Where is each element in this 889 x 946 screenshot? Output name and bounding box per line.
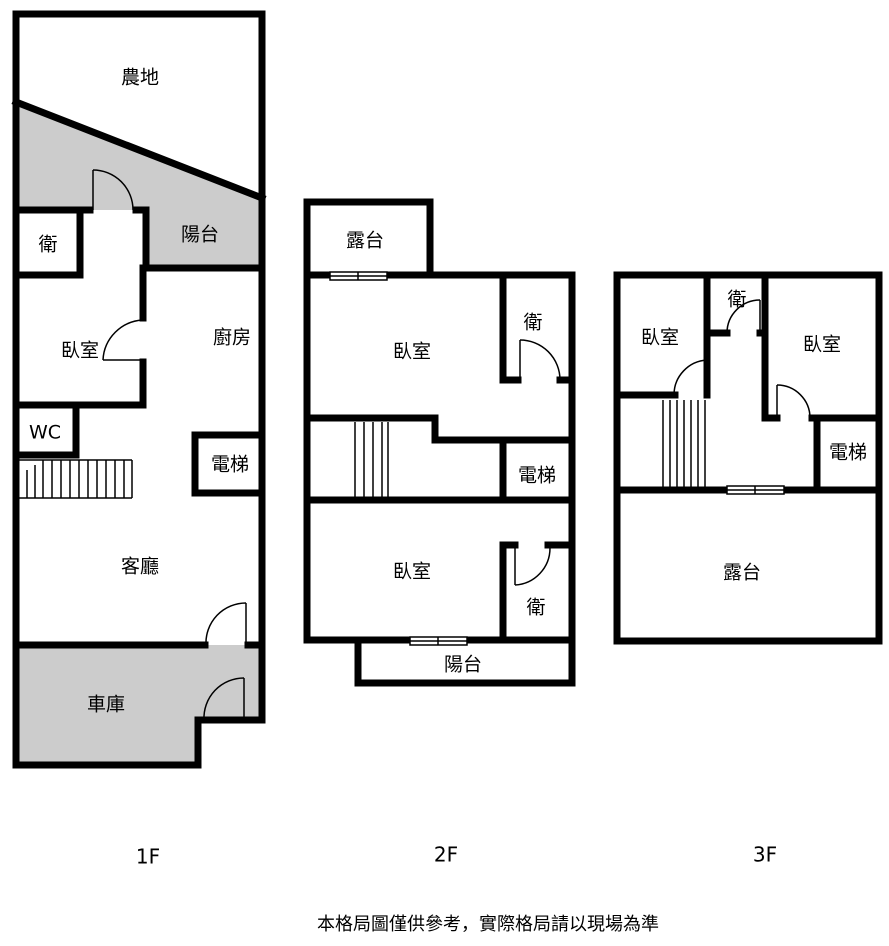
stairs-2f	[354, 422, 389, 497]
room-farmland-label: 農地	[121, 67, 159, 89]
room-wc-label: WC	[29, 422, 61, 444]
room-terrace-2f-label: 露台	[346, 230, 384, 252]
door-1f-living	[205, 602, 247, 646]
door-2f-bath-bottom	[514, 547, 551, 586]
room-elevator-1f-label: 電梯	[211, 454, 249, 476]
floor-1f-label: 1F	[136, 845, 160, 869]
door-1f-garage	[203, 677, 245, 721]
stairs-1f	[18, 459, 133, 499]
door-3f-bath	[726, 299, 761, 334]
floor-1f-plan: 農地 陽台 衛 臥室 廚房 WC 電梯 客廳 車庫	[11, 10, 267, 769]
room-bedroom-2f-top-label: 臥室	[393, 341, 431, 363]
window-2f-terrace	[329, 271, 388, 281]
floor-3f-plan: 臥室 衛 臥室 電梯 露台	[613, 271, 883, 645]
room-bedroom-3f-right-label: 臥室	[803, 334, 841, 356]
stairs-3f	[662, 400, 706, 487]
room-balcony-1f-label: 陽台	[181, 224, 219, 246]
room-elevator-2f-label: 電梯	[518, 465, 556, 487]
garage-area	[16, 645, 262, 765]
room-bath-2f-top-label: 衛	[523, 312, 542, 334]
floor-2f-label: 2F	[434, 843, 458, 867]
wall-1f-diagonal	[11, 97, 267, 203]
room-kitchen-label: 廚房	[213, 326, 251, 349]
wall-1f-outer	[12, 10, 266, 769]
room-bath-2f-bottom-label: 衛	[526, 597, 545, 619]
floor-2f-plan: 露台 臥室 衛 電梯 臥室 衛 陽台	[303, 198, 576, 687]
window-3f-terrace	[726, 485, 785, 495]
door-3f-bedroom-left	[673, 359, 708, 396]
balcony-1f-area	[16, 102, 262, 268]
door-3f-bedroom-right	[776, 384, 811, 419]
door-1f-bedroom	[102, 319, 144, 361]
room-bath-1f-label: 衛	[38, 234, 57, 256]
disclaimer-text: 本格局圖僅供參考，實際格局請以現場為準	[317, 914, 659, 935]
room-elevator-3f-label: 電梯	[829, 442, 867, 464]
door-1f-balcony	[92, 169, 134, 211]
room-bedroom-1f-label: 臥室	[61, 340, 99, 362]
room-bedroom-3f-left-label: 臥室	[641, 327, 679, 349]
room-garage-label: 車庫	[87, 694, 125, 716]
room-terrace-3f-label: 露台	[723, 562, 761, 584]
room-balcony-2f-label: 陽台	[444, 654, 482, 676]
door-2f-bath-top	[519, 339, 561, 381]
room-living-label: 客廳	[121, 556, 159, 578]
room-bath-3f-label: 衛	[727, 289, 746, 311]
room-bedroom-2f-bottom-label: 臥室	[393, 561, 431, 583]
floor-3f-label: 3F	[753, 843, 777, 867]
window-2f-balcony	[409, 636, 468, 646]
